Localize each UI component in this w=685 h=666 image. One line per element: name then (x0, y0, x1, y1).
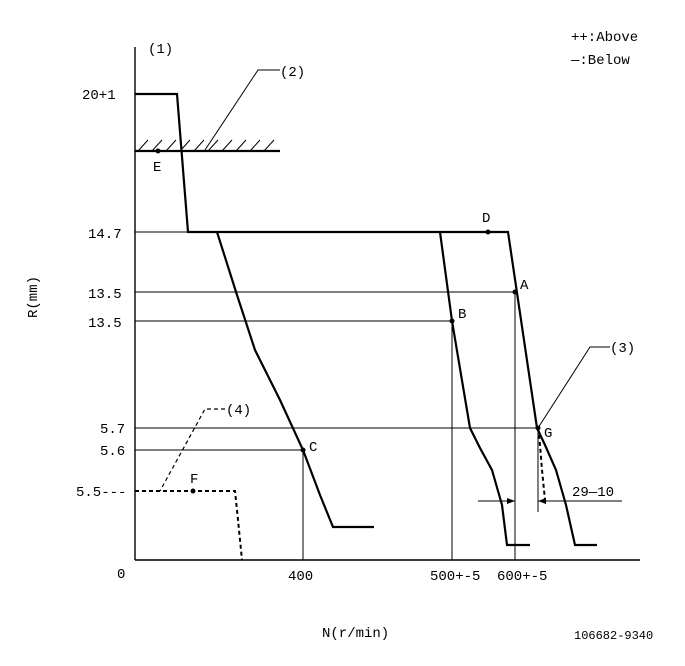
mid-curve (438, 231, 530, 547)
callout-4: (4) (226, 403, 251, 419)
tolerance-right-arrow (538, 498, 546, 504)
y-tick-13-5-b: 13.5 (88, 316, 122, 332)
idle-curve (215, 231, 374, 529)
callout-2: (2) (280, 65, 305, 81)
point-e-marker (155, 148, 161, 154)
point-a-label: A (520, 278, 529, 294)
y-tick-20: 20+1 (82, 88, 116, 104)
callout-3-leader (537, 346, 610, 429)
point-f-label: F (190, 472, 198, 488)
callout-3: (3) (610, 341, 635, 357)
point-g-marker (535, 425, 541, 431)
point-c-marker (300, 447, 306, 453)
point-c-label: C (309, 440, 317, 456)
part-number: 106682-9340 (574, 629, 653, 643)
point-f-marker (190, 488, 196, 494)
dashed-branch-g (537, 427, 546, 501)
dashed-curve-f (135, 490, 243, 561)
x-tick-600: 600+-5 (497, 569, 547, 585)
x-axis-title: N(r/min) (322, 626, 389, 642)
y-tick-5-7: 5.7 (100, 422, 125, 438)
y-tick-5-5: 5.5--- (76, 485, 126, 501)
point-d-label: D (482, 211, 490, 227)
tolerance-label: 29—10 (572, 485, 614, 501)
point-b-label: B (458, 307, 466, 323)
callout-2-leader (204, 69, 280, 151)
legend-below: —:Below (570, 53, 630, 69)
main-curve (135, 92, 597, 547)
point-e-label: E (153, 160, 161, 176)
y-axis-title: R(mm) (26, 276, 42, 318)
x-tick-400: 400 (288, 569, 313, 585)
point-d-marker (485, 229, 491, 235)
stopper-hatching (137, 139, 275, 152)
point-a-marker (512, 289, 518, 295)
x-tick-0: 0 (117, 567, 125, 583)
legend-above: ++:Above (571, 30, 638, 46)
x-tick-500: 500+-5 (430, 569, 480, 585)
y-tick-13-5-a: 13.5 (88, 287, 122, 303)
callout-1: (1) (148, 42, 173, 58)
y-tick-14-7: 14.7 (88, 227, 122, 243)
y-tick-5-6: 5.6 (100, 444, 125, 460)
tolerance-left-arrow (507, 498, 515, 504)
point-b-marker (449, 318, 455, 324)
point-g-label: G (544, 426, 552, 442)
